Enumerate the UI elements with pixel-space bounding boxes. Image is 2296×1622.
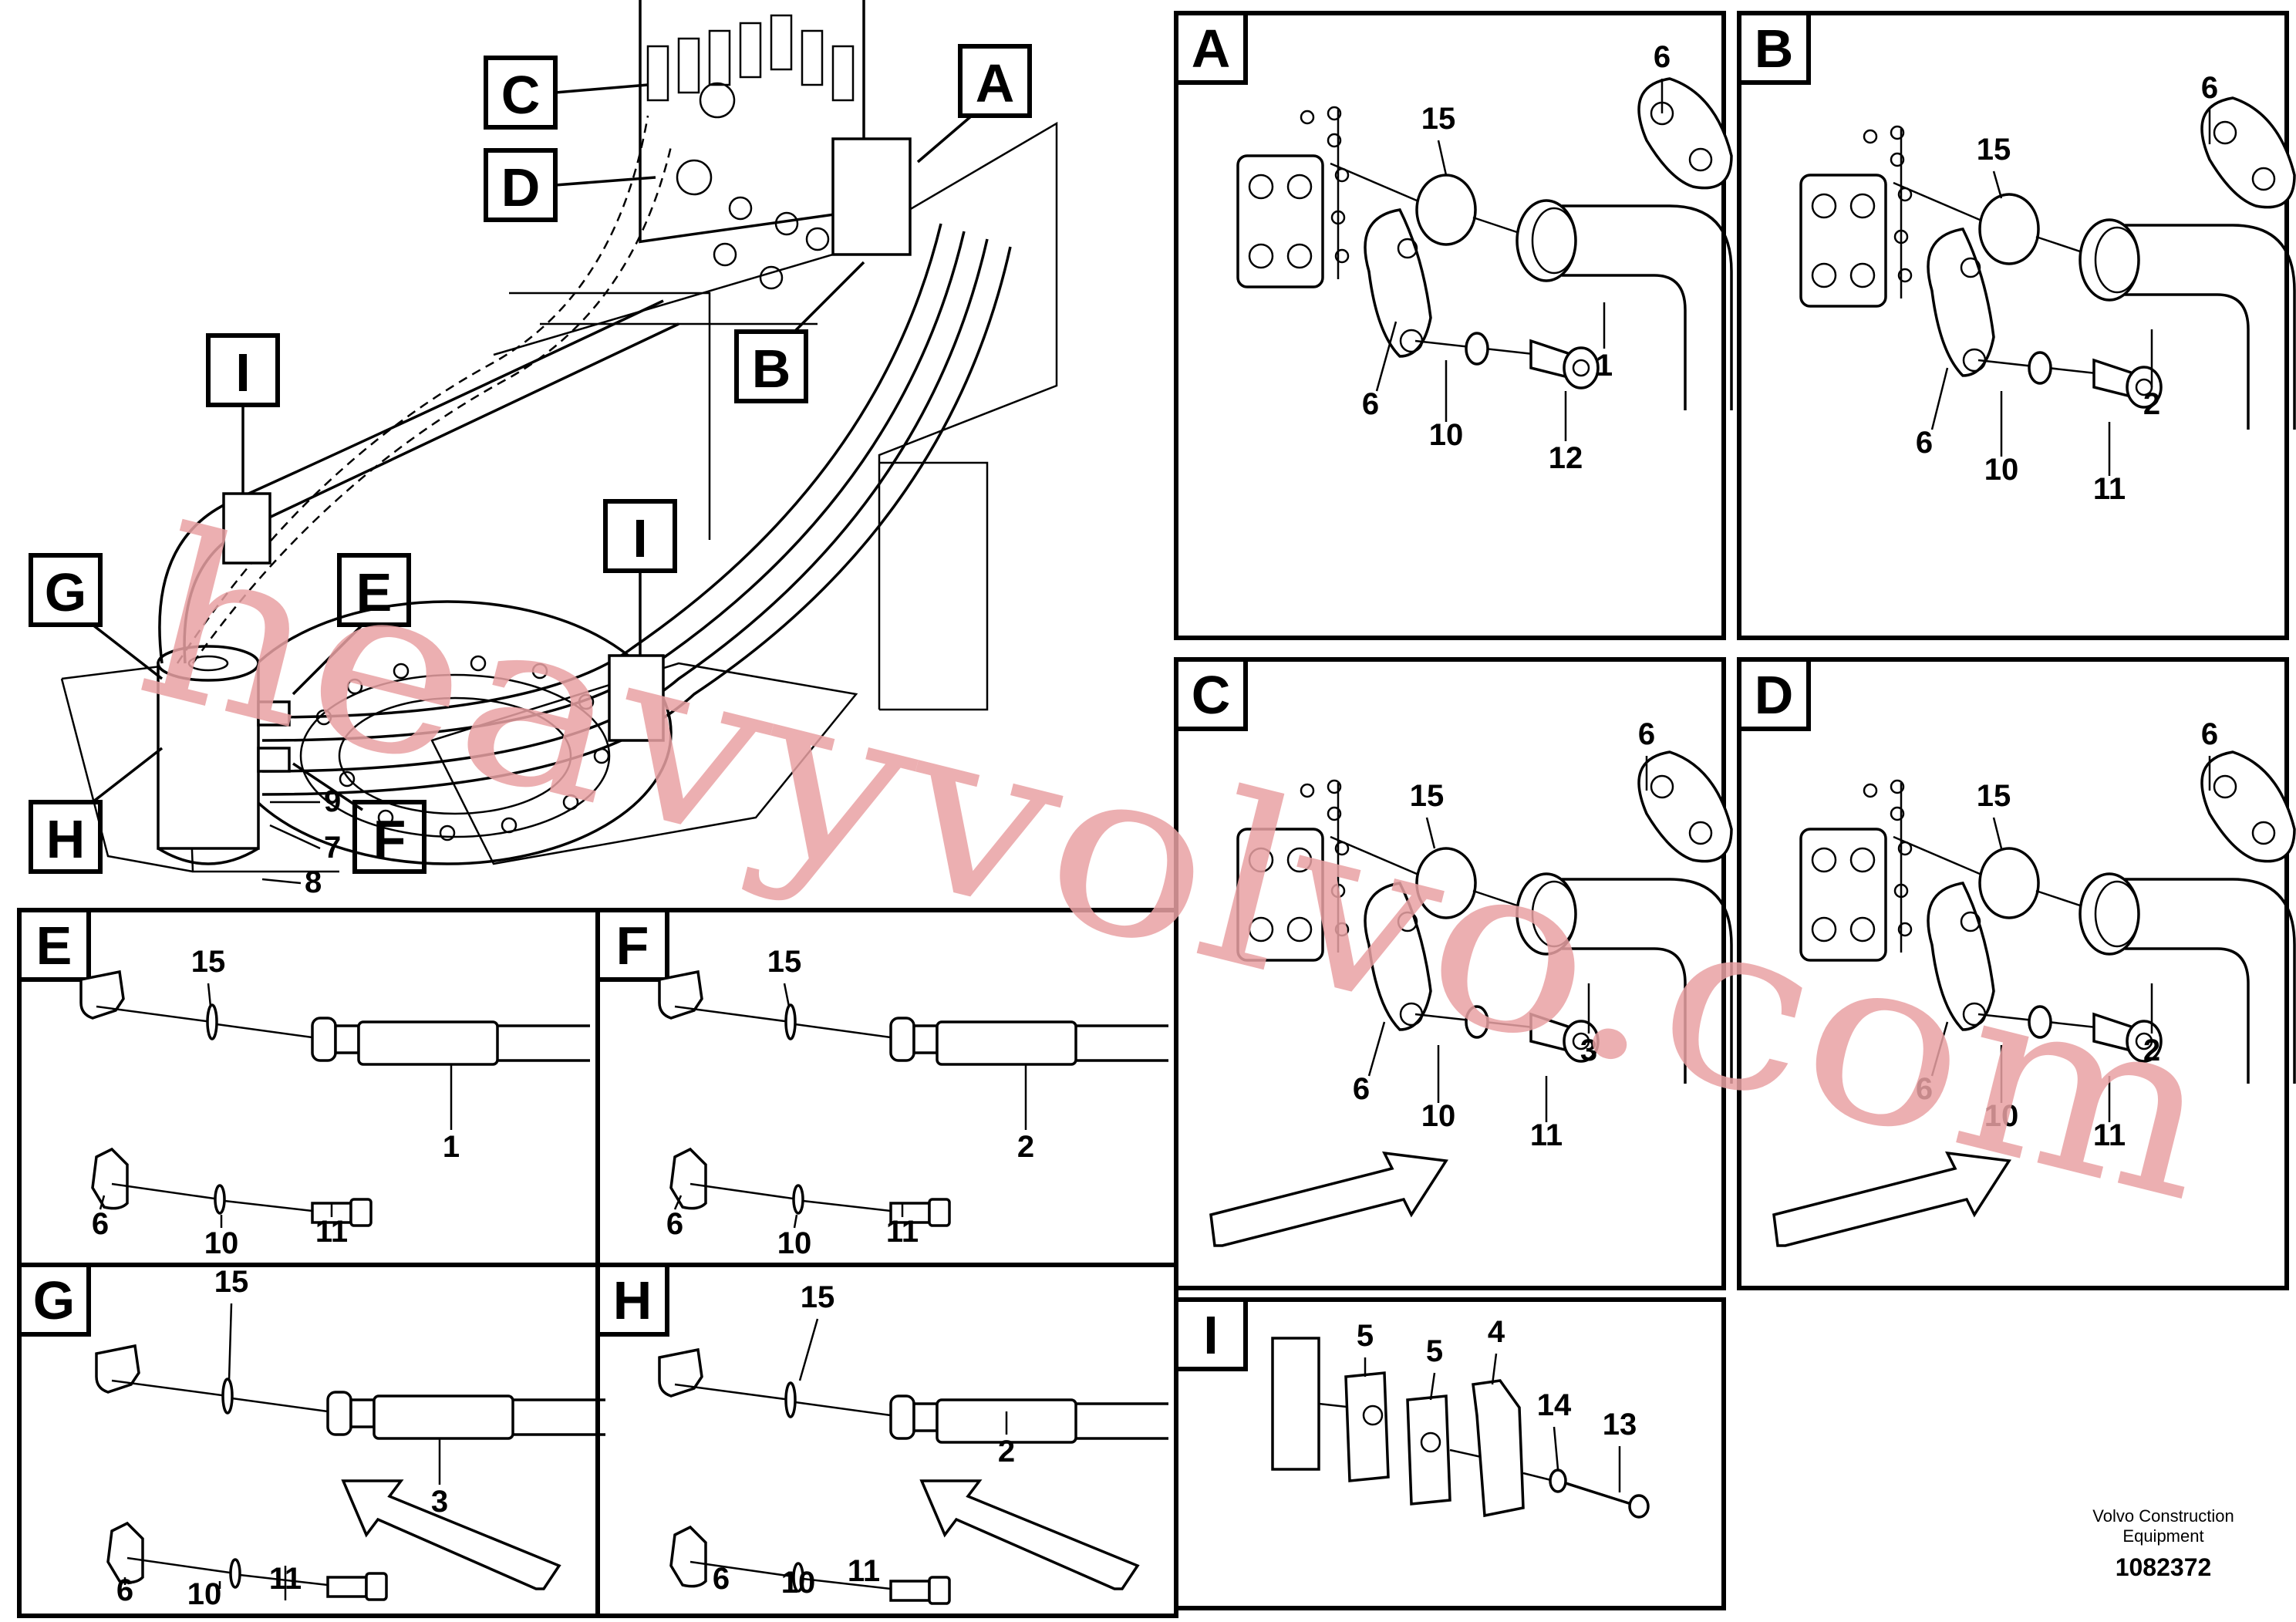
ref-7: 7 [324, 831, 341, 865]
ref-8: 8 [305, 865, 322, 899]
panel-e-label: 11 [315, 1215, 348, 1249]
panel-e-label: 1 [443, 1130, 460, 1164]
panel-b-label: 6 [2201, 71, 2218, 105]
panel-a-label: 15 [1421, 102, 1456, 136]
company-line-1: Volvo Construction [2092, 1506, 2234, 1526]
panel-e-tag: E [36, 916, 72, 976]
panel-h-label: 10 [781, 1566, 816, 1600]
panel-g-label: 15 [214, 1265, 249, 1299]
callout-e: E [356, 562, 393, 622]
panel-d-label: 6 [2201, 717, 2218, 751]
panel-h: H 15 2 6 10 11 [595, 1263, 1178, 1618]
callout-d: D [501, 157, 541, 218]
panel-d-label: 10 [1984, 1099, 2019, 1133]
panel-g: G 15 3 6 10 11 [17, 1263, 607, 1618]
panel-e: E 15 1 6 10 11 [17, 908, 600, 1267]
panel-g-label: 3 [431, 1485, 448, 1519]
panel-a: A 6 15 6 10 12 1 [1174, 11, 1733, 640]
panel-a-label: 6 [1654, 40, 1671, 74]
panel-i-label: 13 [1603, 1408, 1637, 1442]
panel-c-tag: C [1192, 665, 1231, 725]
panel-c-label: 6 [1353, 1072, 1370, 1106]
panel-c-label: 10 [1421, 1099, 1456, 1133]
panel-h-label: 6 [713, 1562, 730, 1596]
panel-d-label: 11 [2093, 1118, 2126, 1152]
callout-h: H [46, 809, 86, 869]
panel-c-label: 6 [1638, 717, 1655, 751]
panel-a-label: 10 [1429, 418, 1464, 452]
panel-b-label: 6 [1916, 426, 1933, 460]
overview-illustration: A C D B I I E G H [29, 0, 1058, 899]
drawing-number: 1082372 [2116, 1553, 2212, 1581]
panel-f-label: 15 [767, 945, 802, 979]
panel-f-label: 6 [666, 1207, 683, 1241]
panel-i-label: 4 [1488, 1315, 1505, 1349]
drawing-footer: Volvo Construction Equipment 1082372 [2092, 1506, 2234, 1581]
panel-c-label: 15 [1410, 779, 1445, 813]
panel-d-label: 2 [2143, 1034, 2160, 1067]
panel-h-label: 11 [848, 1554, 880, 1588]
panel-f-label: 2 [1017, 1130, 1034, 1164]
panel-g-label: 10 [187, 1577, 222, 1611]
panel-a-tag: A [1192, 19, 1231, 79]
panel-i-tag: I [1203, 1305, 1218, 1365]
panel-a-label: 1 [1596, 349, 1613, 383]
ref-9: 9 [324, 784, 341, 818]
callout-g: G [45, 562, 86, 622]
callout-a: A [976, 53, 1015, 113]
panel-f-tag: F [616, 916, 649, 976]
panel-b-label: 2 [2143, 387, 2160, 421]
callout-c: C [501, 65, 541, 125]
view-arrow [919, 1479, 1140, 1590]
panel-b-label: 11 [2093, 472, 2126, 506]
panel-e-label: 6 [92, 1207, 109, 1241]
callout-i-left: I [235, 342, 250, 403]
panel-b-label: 10 [1984, 453, 2019, 487]
panel-h-label: 2 [998, 1435, 1015, 1469]
panel-d-tag: D [1755, 665, 1794, 725]
panel-i-label: 14 [1537, 1388, 1572, 1422]
panel-g-tag: G [33, 1270, 75, 1330]
panel-e-label: 15 [191, 945, 226, 979]
panel-i-label: 5 [1357, 1319, 1374, 1353]
panel-c-label: 11 [1530, 1118, 1563, 1152]
panel-i-label: 5 [1426, 1334, 1443, 1368]
watermark-text: heavyvolvo.com [117, 479, 2240, 1253]
panel-f-label: 10 [777, 1226, 812, 1260]
panel-f-label: 11 [886, 1215, 919, 1249]
panel-b-tag: B [1755, 19, 1794, 79]
callout-i-right: I [632, 508, 647, 568]
callout-b: B [752, 339, 791, 399]
callout-f: F [373, 809, 406, 869]
panel-d: D 6 15 6 10 11 2 [1737, 657, 2296, 1290]
swivel-joint [157, 645, 260, 865]
panel-d-label: 6 [1916, 1072, 1933, 1106]
panel-e-label: 10 [204, 1226, 239, 1260]
panel-b: B 6 15 6 10 11 2 [1737, 11, 2296, 640]
overview-callouts: A C D B I I E G H [29, 44, 1032, 899]
panel-b-label: 15 [1977, 133, 2011, 167]
panel-a-label: 12 [1549, 441, 1583, 475]
panel-g-label: 6 [116, 1573, 133, 1607]
view-arrow [1209, 1151, 1448, 1247]
panel-i: I 5 5 4 14 13 [1174, 1297, 1726, 1610]
panel-d-label: 15 [1977, 779, 2011, 813]
panel-c-label: 3 [1580, 1034, 1597, 1067]
panel-h-tag: H [613, 1270, 652, 1330]
panel-h-label: 15 [801, 1280, 835, 1314]
panel-a-label: 6 [1362, 387, 1379, 421]
view-arrow [341, 1479, 561, 1590]
company-line-2: Equipment [2122, 1526, 2203, 1546]
view-arrow [1772, 1151, 2011, 1247]
